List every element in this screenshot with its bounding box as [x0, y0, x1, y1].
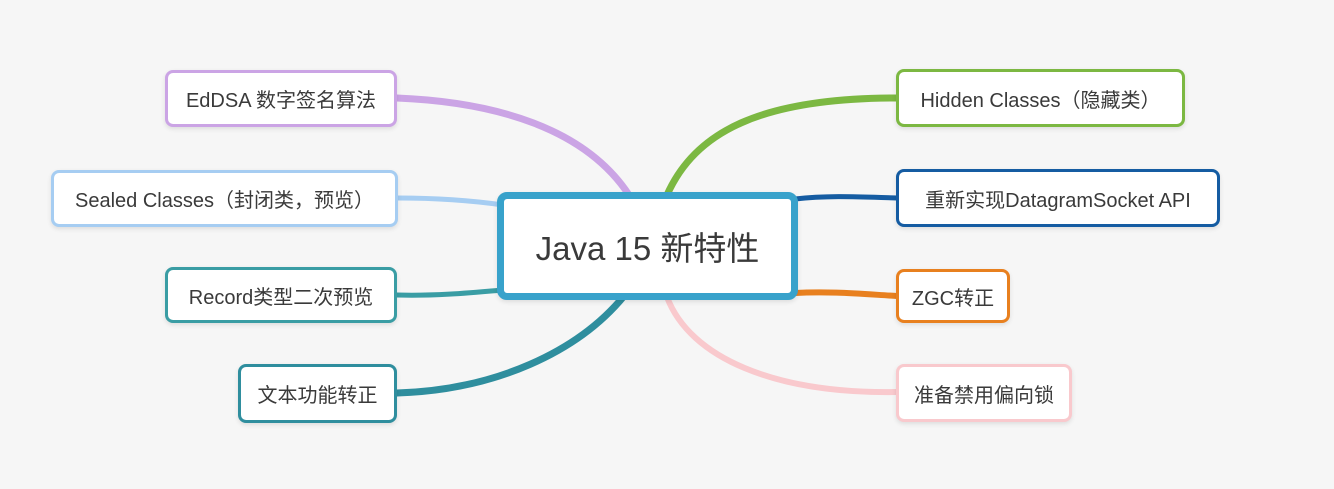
central-topic[interactable]: Java 15 新特性 — [497, 192, 798, 300]
topic-eddsa-label: EdDSA 数字签名算法 — [185, 90, 377, 112]
link-eddsa — [393, 94, 633, 199]
topic-sealed-classes[interactable]: Sealed Classes（封闭类，预览） — [51, 170, 398, 227]
link-hidden — [663, 94, 901, 199]
topic-record-preview[interactable]: Record类型二次预览 — [165, 267, 397, 323]
link-biased — [664, 294, 900, 396]
link-datagram — [792, 194, 900, 202]
link-record — [394, 287, 506, 298]
topic-text-blocks-final[interactable]: 文本功能转正 — [238, 364, 397, 423]
topic-record-preview-label: Record类型二次预览 — [188, 286, 374, 309]
topic-datagramsocket-api[interactable]: 重新实现DatagramSocket API — [896, 169, 1220, 227]
topic-zgc-final[interactable]: ZGC转正 — [896, 269, 1010, 323]
topic-hidden-classes[interactable]: Hidden Classes（隐藏类） — [896, 69, 1185, 127]
link-textfeat — [393, 292, 628, 397]
topic-sealed-classes-label: Sealed Classes（封闭类，预览） — [75, 190, 374, 212]
topic-text-blocks-final-label: 文本功能转正 — [257, 385, 378, 407]
topic-eddsa[interactable]: EdDSA 数字签名算法 — [165, 70, 397, 127]
link-sealed — [395, 195, 506, 208]
topic-datagramsocket-api-label: 重新实现DatagramSocket API — [925, 189, 1191, 212]
topic-zgc-final-label: ZGC转正 — [911, 287, 995, 310]
link-zgc — [792, 289, 900, 299]
topic-disable-biased-locking-label: 准备禁用偏向锁 — [914, 384, 1054, 407]
central-topic-label: Java 15 新特性 — [535, 230, 760, 267]
topic-disable-biased-locking[interactable]: 准备禁用偏向锁 — [896, 364, 1072, 422]
topic-hidden-classes-label: Hidden Classes（隐藏类） — [920, 89, 1161, 112]
